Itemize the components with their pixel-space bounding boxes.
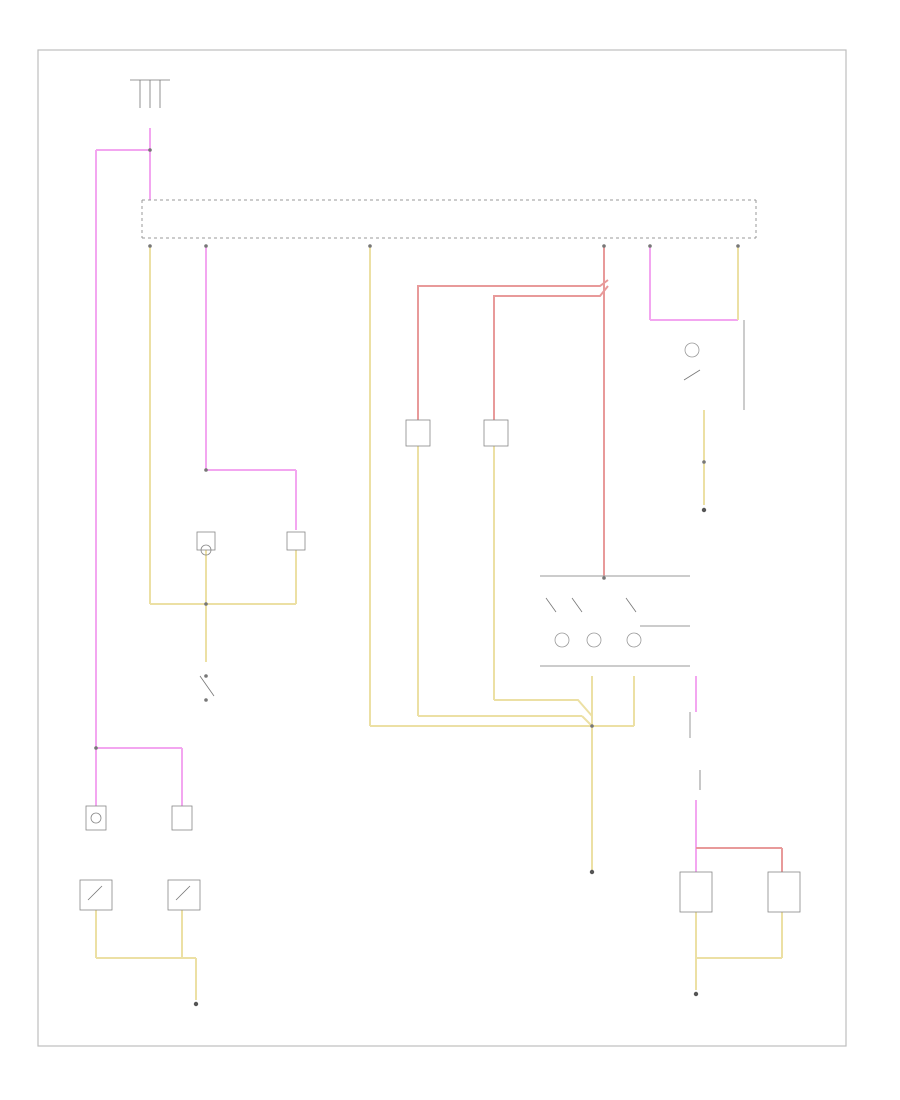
ground-4-icon bbox=[693, 991, 699, 997]
overhead-bulb-3-icon bbox=[626, 632, 642, 648]
ground-3-icon bbox=[193, 1001, 199, 1007]
glove-box-lamp bbox=[683, 320, 745, 464]
trunk-switch bbox=[199, 674, 215, 702]
yellow-wires bbox=[95, 246, 783, 1000]
red-wires bbox=[417, 246, 783, 872]
ground-2-icon bbox=[589, 869, 595, 875]
door-switches bbox=[79, 879, 201, 911]
left-footwell-bulb-icon bbox=[200, 544, 212, 556]
overhead-assembly bbox=[540, 575, 690, 728]
diagram-frame bbox=[37, 49, 847, 1047]
glove-box-bulb-icon bbox=[684, 342, 700, 358]
grounds bbox=[193, 507, 707, 1007]
top-fuse-block bbox=[130, 79, 170, 108]
left-door-bulb-icon bbox=[90, 812, 102, 824]
fuse-connector bbox=[689, 712, 701, 790]
pink-wires bbox=[95, 128, 738, 872]
ground-1-icon bbox=[701, 507, 707, 513]
control-module bbox=[141, 199, 757, 239]
overhead-bulb-1-icon bbox=[554, 632, 570, 648]
footwell-lamps bbox=[196, 531, 306, 556]
overhead-bulb-2-icon bbox=[586, 632, 602, 648]
module-pins bbox=[94, 148, 740, 750]
rear-lamps bbox=[679, 871, 801, 913]
door-lamps bbox=[85, 805, 193, 831]
front-lamps bbox=[405, 419, 509, 447]
